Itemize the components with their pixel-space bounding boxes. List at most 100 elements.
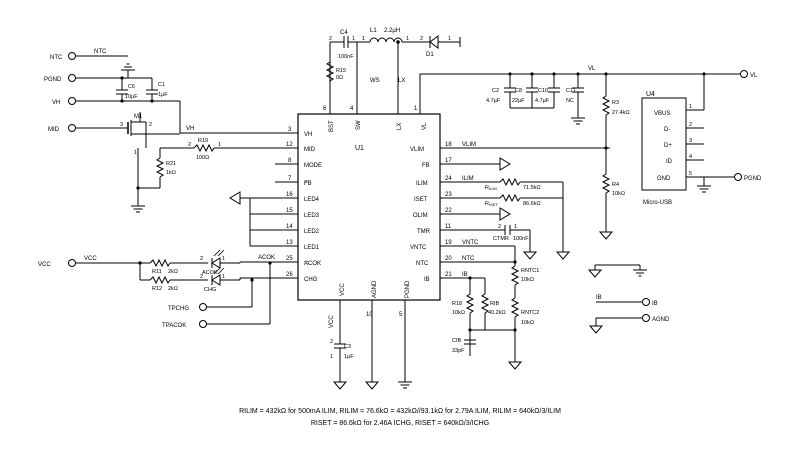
rilim-resistor: RILIM 71.5kΩ	[485, 177, 563, 191]
pgnd-port-label: PGND	[44, 77, 62, 83]
net-vl: VL	[588, 66, 596, 72]
svg-text:1: 1	[362, 36, 365, 42]
svg-text:2: 2	[200, 256, 203, 262]
agnd-port[interactable]	[642, 314, 650, 322]
vh-port-label: VH	[52, 100, 60, 106]
svg-text:1: 1	[414, 106, 418, 112]
vcc-net: VCC	[76, 256, 150, 281]
svg-text:2kΩ: 2kΩ	[168, 269, 178, 275]
svg-text:R18: R18	[452, 301, 462, 307]
vh-port[interactable]	[68, 97, 76, 105]
svg-text:TMR: TMR	[417, 229, 431, 235]
ib-port[interactable]	[642, 298, 650, 306]
agnd-symbol	[333, 375, 347, 390]
svg-text:23: 23	[445, 192, 452, 198]
svg-text:40.2kΩ: 40.2kΩ	[488, 310, 506, 316]
svg-text:1: 1	[689, 104, 692, 110]
svg-text:11: 11	[445, 224, 452, 230]
svg-text:D+: D+	[664, 143, 672, 149]
svg-text:CTMR: CTMR	[493, 236, 509, 242]
vcc-port[interactable]	[68, 259, 76, 267]
svg-text:NC: NC	[566, 98, 574, 104]
ic-top-pins: 6 BST 4 SW LX 1 VL	[323, 42, 428, 132]
svg-text:GND: GND	[657, 176, 671, 182]
ic-right-pins: 18 VLIM VLIM 17 FB 24 ILIM ILIM 23 ISET …	[410, 142, 610, 283]
r19-resistor: R19 100Ω 2 1	[160, 138, 230, 161]
svg-text:IB: IB	[424, 277, 430, 283]
tpchg-port[interactable]	[199, 303, 207, 311]
svg-text:2: 2	[329, 36, 332, 42]
svg-text:1: 1	[514, 224, 517, 230]
svg-text:VBUS: VBUS	[654, 111, 670, 117]
svg-text:C11: C11	[566, 88, 576, 94]
pin-num: 15	[286, 208, 293, 214]
ntc-port[interactable]	[68, 52, 76, 60]
svg-text:OLIM: OLIM	[413, 213, 428, 219]
svg-text:1: 1	[134, 150, 137, 156]
svg-text:R15: R15	[336, 68, 346, 74]
agnd-symbol	[523, 245, 537, 260]
svg-text:100Ω: 100Ω	[196, 155, 209, 161]
agnd-symbol	[508, 355, 522, 370]
svg-text:RISET: RISET	[485, 201, 498, 207]
svg-text:L1: L1	[370, 28, 377, 34]
pin-num: 16	[286, 192, 293, 198]
svg-text:3: 3	[689, 138, 692, 144]
svg-text:R19: R19	[198, 138, 208, 144]
svg-text:U4: U4	[646, 91, 655, 98]
svg-text:2: 2	[420, 36, 423, 42]
svg-text:C6: C6	[128, 84, 135, 90]
svg-text:10µF: 10µF	[125, 94, 138, 100]
pgnd-port-left[interactable]	[68, 74, 76, 82]
pin-name: CHG	[304, 277, 318, 283]
r11-r12: R11 2kΩ R12 2kΩ	[149, 258, 208, 292]
led-chg: CHG 2 1	[200, 267, 240, 293]
svg-text:VL: VL	[422, 122, 428, 130]
pin-name: MODE	[304, 163, 322, 169]
svg-text:VCC: VCC	[340, 283, 346, 296]
svg-text:1kΩ: 1kΩ	[166, 170, 176, 176]
mid-port[interactable]	[68, 124, 76, 132]
svg-text:VNTC: VNTC	[410, 245, 427, 251]
svg-text:4.7µF: 4.7µF	[486, 98, 501, 104]
vl-port-label: VL	[750, 73, 758, 79]
pin-num: 3	[288, 127, 292, 133]
pgnd-port-right[interactable]	[734, 173, 742, 181]
test-points	[207, 261, 272, 325]
svg-text:1µF: 1µF	[344, 354, 354, 360]
pin-name: FB	[304, 181, 312, 187]
pin-num: 12	[286, 142, 293, 148]
svg-text:10: 10	[366, 312, 373, 318]
svg-text:CIB: CIB	[452, 338, 462, 344]
svg-text:86.6kΩ: 86.6kΩ	[523, 201, 541, 207]
svg-text:D1: D1	[426, 52, 434, 58]
pin-num: 7	[288, 176, 292, 182]
pin-name: LED4	[304, 197, 320, 203]
pin-num: 26	[286, 272, 293, 278]
svg-text:1: 1	[222, 256, 225, 262]
agnd-symbol	[365, 375, 379, 390]
svg-text:ACOK: ACOK	[202, 270, 218, 276]
ground-key: IB	[587, 264, 647, 334]
usb-connector: U4 Micro-USB VBUS 1 D- 2 D+ 3 ID 4 GND 5	[641, 72, 735, 206]
vl-port[interactable]	[740, 70, 748, 78]
net-ws: WS	[370, 78, 380, 84]
svg-text:D-: D-	[664, 127, 670, 133]
svg-text:NTC: NTC	[462, 256, 475, 262]
svg-text:10kΩ: 10kΩ	[612, 191, 625, 197]
svg-text:R4: R4	[612, 182, 619, 188]
svg-text:3: 3	[120, 122, 123, 128]
svg-text:Micro-USB: Micro-USB	[643, 200, 672, 206]
svg-text:RNTC2: RNTC2	[521, 310, 539, 316]
svg-text:C4: C4	[340, 30, 348, 36]
pin-num: 13	[286, 240, 293, 246]
svg-text:RIB: RIB	[490, 301, 500, 307]
mid-port-label: MID	[48, 127, 60, 133]
gnd-symbol	[397, 375, 413, 389]
r3-r4-divider: R3 27.4kΩ R4 10kΩ	[601, 72, 630, 226]
tpacok-port[interactable]	[199, 320, 207, 328]
pin-name: MID	[304, 147, 316, 153]
svg-text:ID: ID	[666, 159, 673, 165]
svg-text:C2: C2	[492, 88, 499, 94]
pin-name: LED3	[304, 213, 320, 219]
